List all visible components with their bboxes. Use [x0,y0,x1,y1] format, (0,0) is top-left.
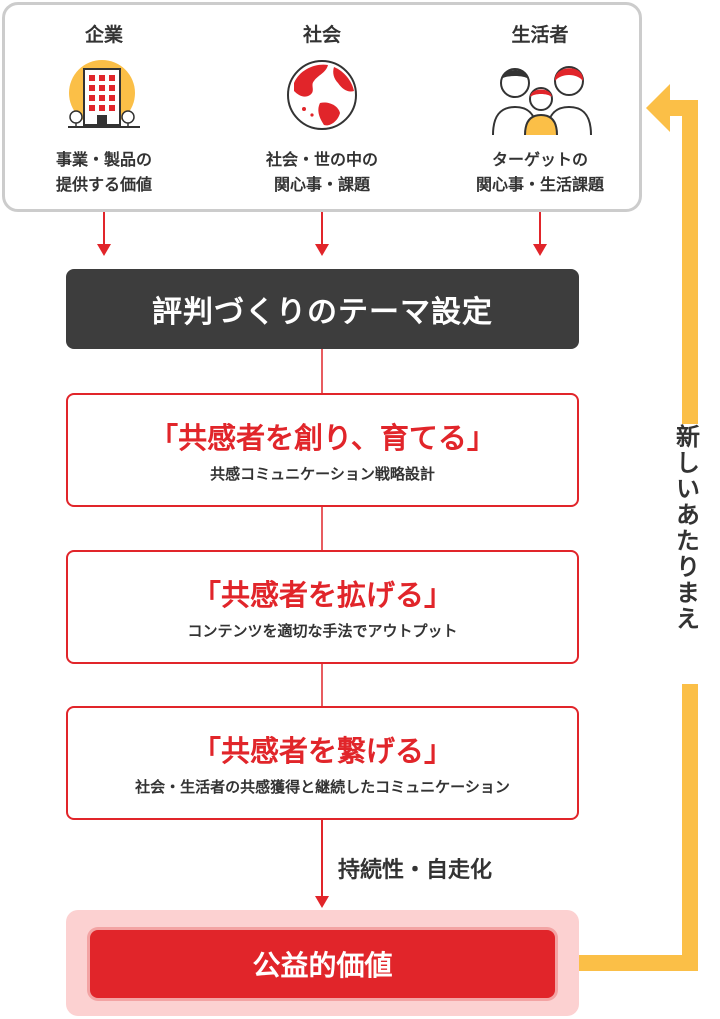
source-society: 社会 社会・世の中の 関心事・課題 [222,20,422,197]
source-consumer: 生活者 ターゲットの 関心事・生活課題 [440,20,640,197]
arrowhead-public [315,896,329,908]
step-connect-sub: 社会・生活者の共感獲得と継続したコミュニケーション [135,778,510,796]
source-company-title: 企業 [84,24,123,46]
step-expand-sub: コンテンツを適切な手法でアウトプット [187,622,458,640]
source-society-desc: 社会・世の中の 関心事・課題 [265,150,378,194]
step-create-title: 「共感者を創り、育てる」 [149,421,496,455]
step-create: 「共感者を創り、育てる」 共感コミュニケーション戦略設計 [66,393,579,507]
globe-icon [287,60,357,130]
arrowhead-consumer [533,244,547,256]
source-consumer-title: 生活者 [511,24,569,46]
source-consumer-desc: ターゲットの 関心事・生活課題 [475,150,604,194]
arrowhead-society [315,244,329,256]
people-icon [492,66,592,135]
source-company-desc: 事業・製品の 提供する価値 [55,150,152,194]
theme-setting-label: 評判づくりのテーマ設定 [152,295,493,330]
step-expand: 「共感者を拡げる」 コンテンツを適切な手法でアウトプット [66,550,579,664]
public-value-label: 公益的価値 [252,949,393,982]
source-company: 企業 事業・製品の 提供する価値 [4,20,204,197]
source-society-title: 社会 [302,24,341,46]
building-icon [68,60,140,128]
step-expand-title: 「共感者を拡げる」 [191,578,453,612]
arrowhead-company [97,244,111,256]
feedback-loop-arrowhead [646,84,670,132]
sustainability-label: 持続性・自走化 [338,858,493,883]
step-connect-title: 「共感者を繋げる」 [191,734,453,768]
step-create-sub: 共感コミュニケーション戦略設計 [210,465,435,483]
public-value-box: 公益的価値 [90,930,555,998]
theme-setting-bar: 評判づくりのテーマ設定 [66,269,579,349]
step-connect: 「共感者を繋げる」 社会・生活者の共感獲得と継続したコミュニケーション [66,706,579,820]
loop-label: 新しいあたりまえ [666,424,706,684]
